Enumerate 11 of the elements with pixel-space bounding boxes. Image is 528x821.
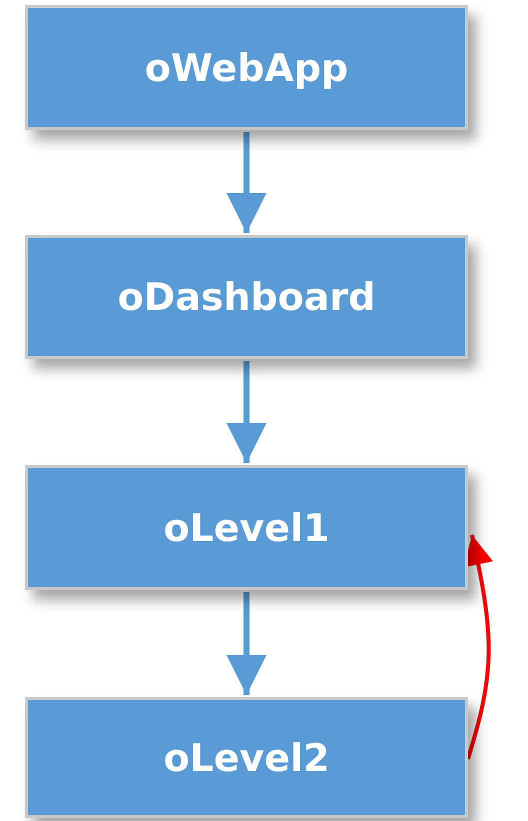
box-label: oDashboard xyxy=(118,275,376,319)
box-label: oLevel2 xyxy=(163,736,330,780)
process-box xyxy=(25,697,468,818)
arrow xyxy=(226,132,266,233)
box-label: oLevel1 xyxy=(163,506,330,550)
process-box xyxy=(25,5,468,130)
arrow xyxy=(226,361,266,463)
box-label: oWebApp xyxy=(144,46,348,90)
arrow xyxy=(226,592,266,695)
process-box xyxy=(25,465,468,590)
process-box xyxy=(25,235,468,359)
